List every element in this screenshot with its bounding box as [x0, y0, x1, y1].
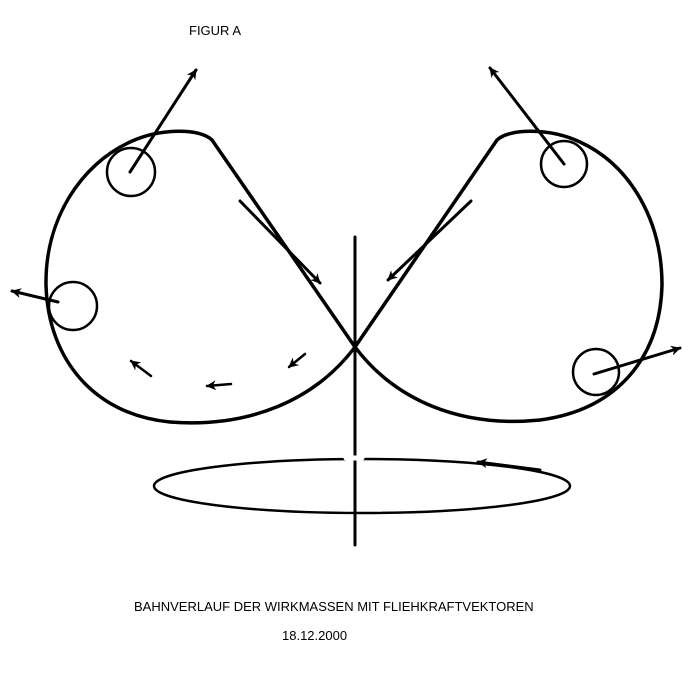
- figure-label: FIGUR A: [189, 23, 242, 38]
- left-trajectory-loop: [44, 129, 357, 425]
- mass-circle-top-left: [105, 146, 157, 198]
- mass-circle-mid-left: [47, 280, 99, 332]
- force-vector-mid-left: [10, 288, 60, 304]
- motion-arrow-small-3: [129, 359, 153, 378]
- force-vector-top-right: [488, 66, 566, 166]
- motion-arrow-left-diagonal: [238, 199, 322, 285]
- diagram-caption: BAHNVERLAUF DER WIRKMASSEN MIT FLIEHKRAF…: [134, 599, 534, 614]
- force-vector-top-left: [128, 68, 198, 174]
- right-trajectory-loop: [353, 129, 664, 424]
- rotation-direction-arrow: [476, 458, 542, 472]
- force-vector-bottom-right: [592, 345, 682, 376]
- mass-circle-bottom-right: [571, 347, 621, 397]
- motion-arrow-right-diagonal: [386, 199, 473, 282]
- motion-arrow-small-1: [287, 352, 307, 369]
- motion-arrow-small-2: [205, 380, 233, 391]
- diagram-date: 18.12.2000: [282, 628, 348, 643]
- mass-circle-top-right: [539, 139, 589, 189]
